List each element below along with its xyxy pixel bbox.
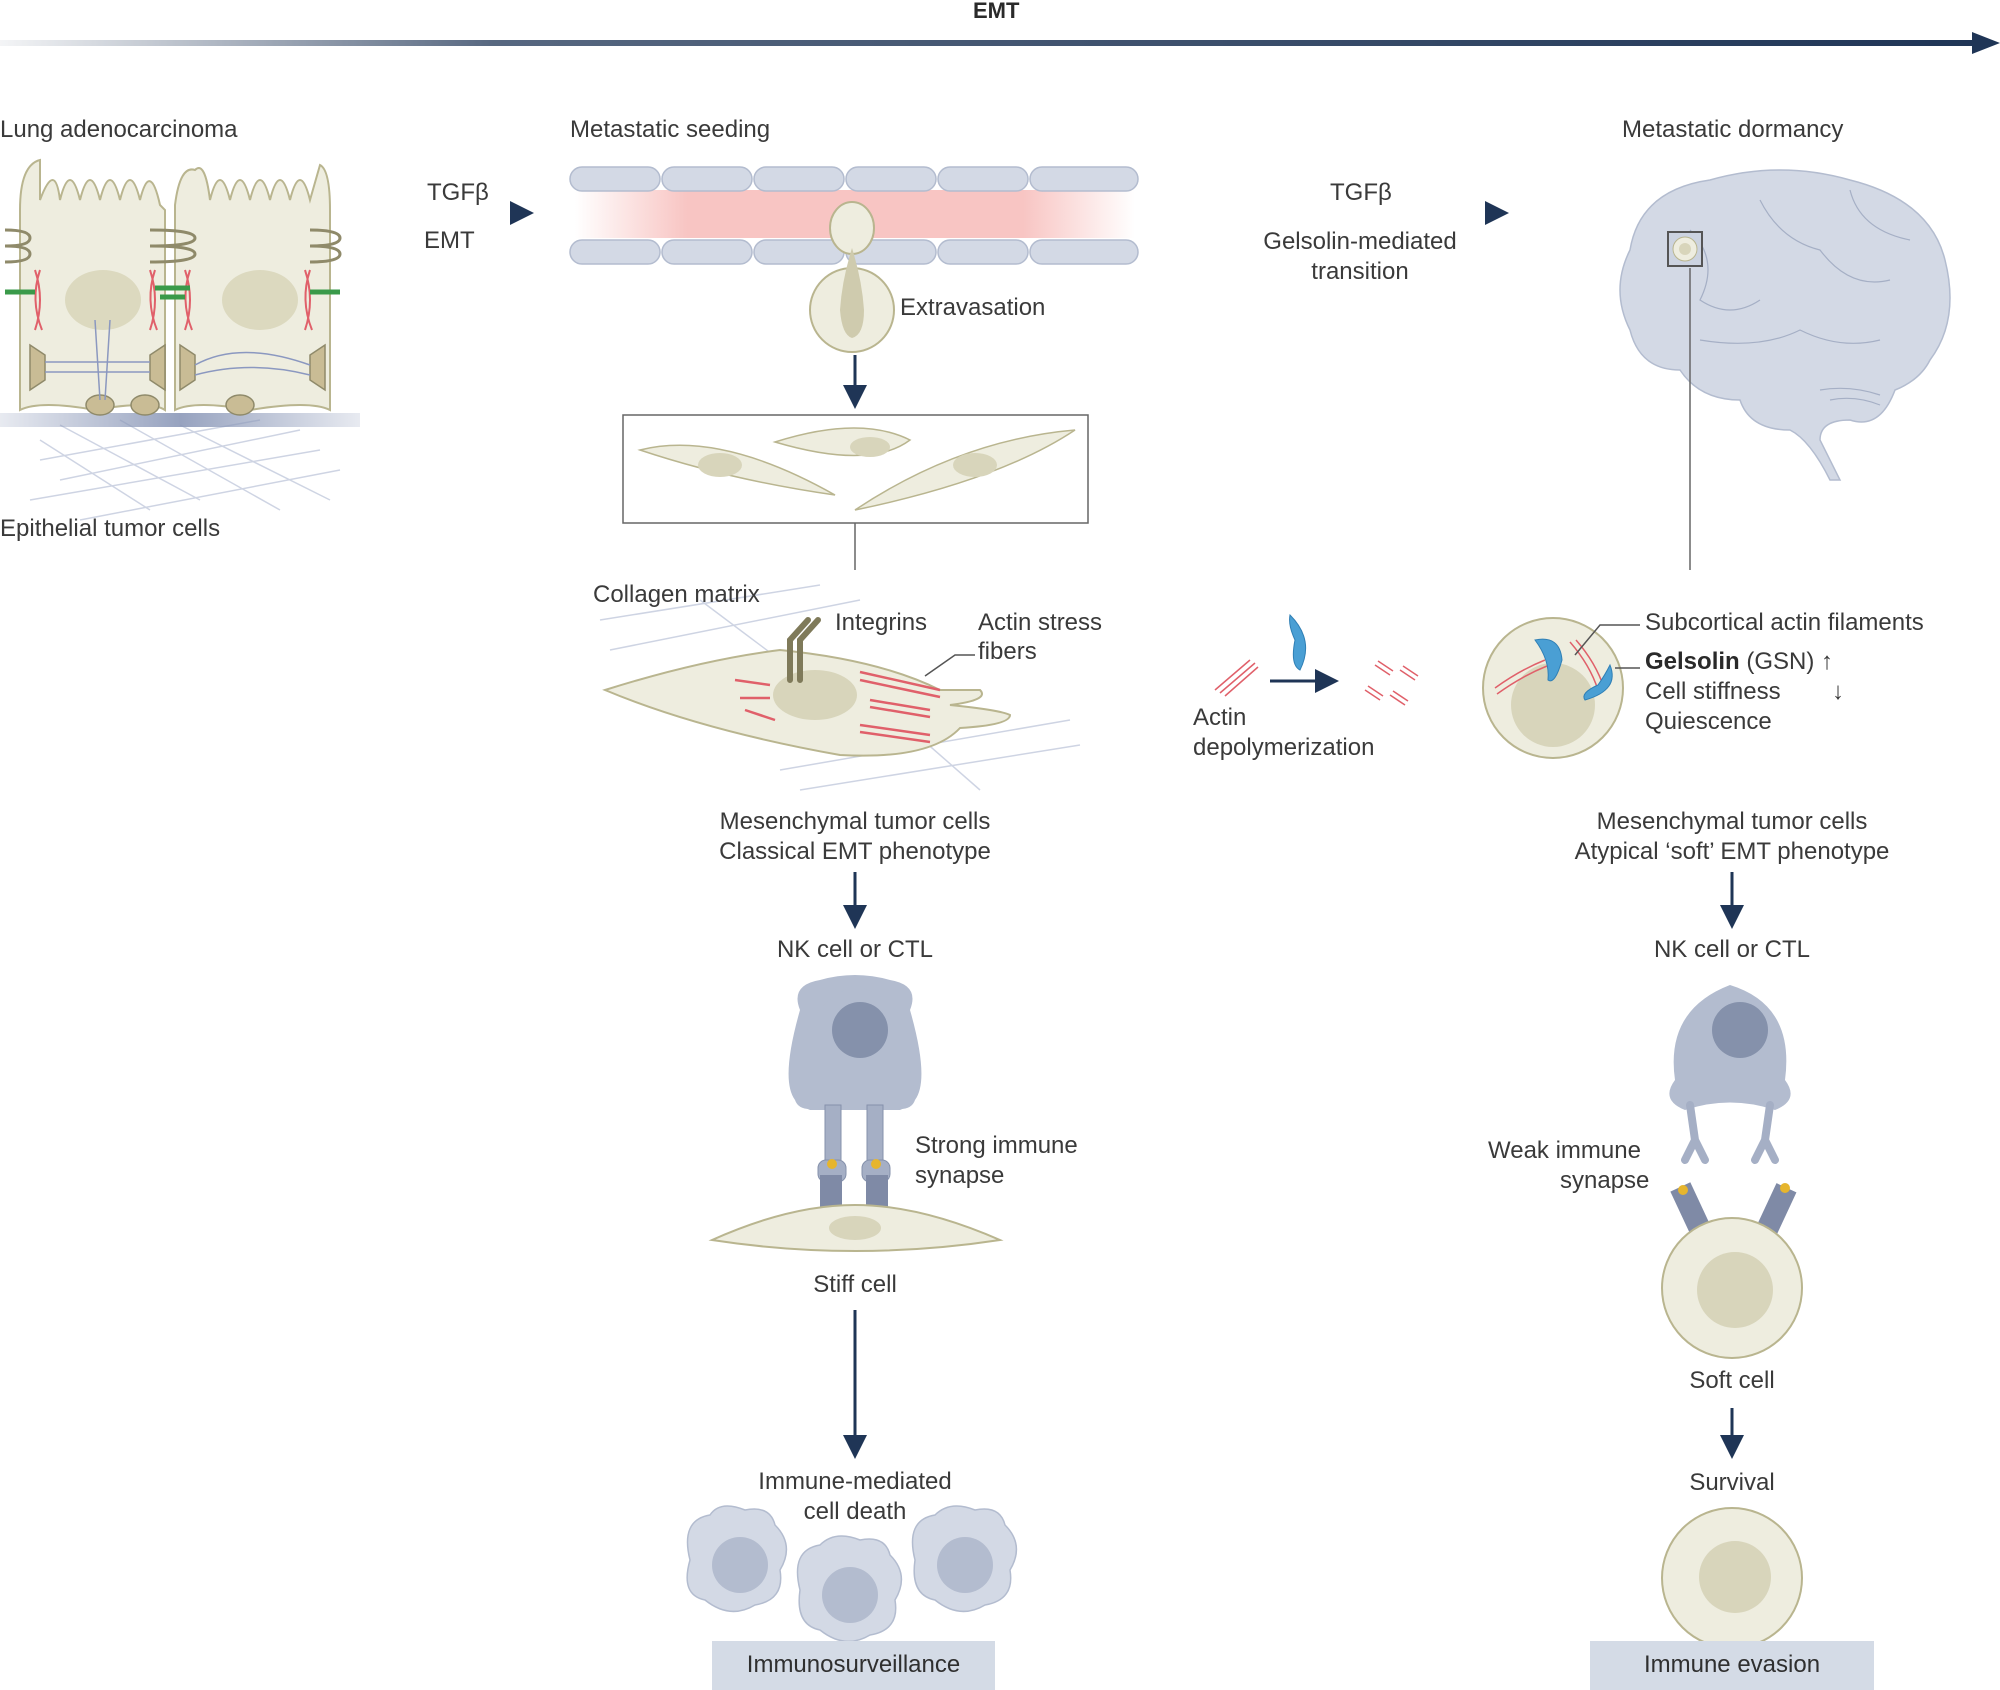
emt-axis-arrow — [0, 32, 2000, 54]
cell-death-label-1: Immune-mediated — [758, 1468, 952, 1495]
cell-stiffness-label: Cell stiffness — [1645, 678, 1781, 705]
soft-emt-cell — [1482, 617, 1640, 759]
soft-caption-1: Mesenchymal tumor cells — [1596, 808, 1868, 835]
nk-cell-weak-synapse — [1661, 985, 1803, 1359]
survival-label: Survival — [1689, 1469, 1775, 1496]
emt-axis-label: EMT — [973, 0, 1020, 23]
extravasating-cell — [829, 201, 875, 255]
extravasation-label: Extravasation — [900, 294, 1046, 321]
gelsolin-bold: Gelsolin — [1645, 648, 1740, 675]
epithelial-tumor-cells-illustration — [0, 158, 360, 521]
classical-caption-1: Mesenchymal tumor cells — [719, 808, 991, 835]
strong-synapse-label-2: synapse — [915, 1162, 1005, 1189]
gelsolin-label: Gelsolin (GSN) ↑ — [1645, 647, 1833, 677]
soft-cell-label: Soft cell — [1689, 1367, 1775, 1394]
surviving-cell — [1661, 1507, 1803, 1649]
actin-depoly-label-2: depolymerization — [1193, 734, 1375, 761]
weak-synapse-label-2: synapse — [1560, 1167, 1650, 1194]
transition1-top-label: TGFβ — [427, 179, 489, 206]
transition2-bottom-label-2: transition — [1311, 258, 1409, 285]
actin-depolymerization-illustration — [1214, 613, 1419, 706]
dying-cells — [686, 1505, 1018, 1643]
quiescence-label: Quiescence — [1645, 708, 1772, 735]
stiff-cell-label: Stiff cell — [813, 1271, 897, 1298]
subcortical-actin-label: Subcortical actin filaments — [1645, 609, 1924, 636]
classical-caption-2: Classical EMT phenotype — [719, 838, 991, 865]
transition2-bottom-label-1: Gelsolin-mediated — [1263, 228, 1457, 255]
soft-caption-2: Atypical ‘soft’ EMT phenotype — [1574, 838, 1890, 865]
transition2-top-label: TGFβ — [1330, 179, 1392, 206]
actin-depoly-label-1: Actin — [1193, 704, 1247, 731]
mesenchymal-cells-box — [622, 414, 1089, 570]
cell-death-label-2: cell death — [803, 1498, 907, 1525]
cell-stiffness-arrow: ↓ — [1832, 678, 1844, 705]
collagen-matrix-label: Collagen matrix — [593, 581, 760, 608]
weak-synapse-label-1: Weak immune — [1488, 1137, 1641, 1164]
blood-vessel-illustration — [569, 166, 1139, 353]
epithelial-caption: Epithelial tumor cells — [0, 515, 221, 542]
gelsolin-rest: (GSN) ↑ — [1746, 648, 1834, 675]
nk-cell-strong-synapse — [708, 975, 1004, 1252]
strong-synapse-label-1: Strong immune — [915, 1132, 1078, 1159]
right-immune-cell-label: NK cell or CTL — [1653, 936, 1811, 963]
stage-title-primary: Lung adenocarcinoma — [0, 116, 238, 143]
integrins-label: Integrins — [835, 609, 928, 636]
brain-illustration — [1619, 169, 1951, 570]
classical-emt-cell — [599, 584, 1081, 791]
stage-title-dormancy: Metastatic dormancy — [1622, 116, 1844, 143]
stress-fibers-label-2: fibers — [978, 638, 1037, 665]
stress-fibers-label-1: Actin stress — [978, 609, 1103, 636]
transition1-bottom-label: EMT — [424, 227, 475, 254]
stage-title-seeding: Metastatic seeding — [570, 116, 771, 143]
immunosurveillance-banner: Immunosurveillance — [712, 1641, 995, 1690]
immune-evasion-banner: Immune evasion — [1590, 1641, 1874, 1690]
left-immune-cell-label: NK cell or CTL — [776, 936, 934, 963]
